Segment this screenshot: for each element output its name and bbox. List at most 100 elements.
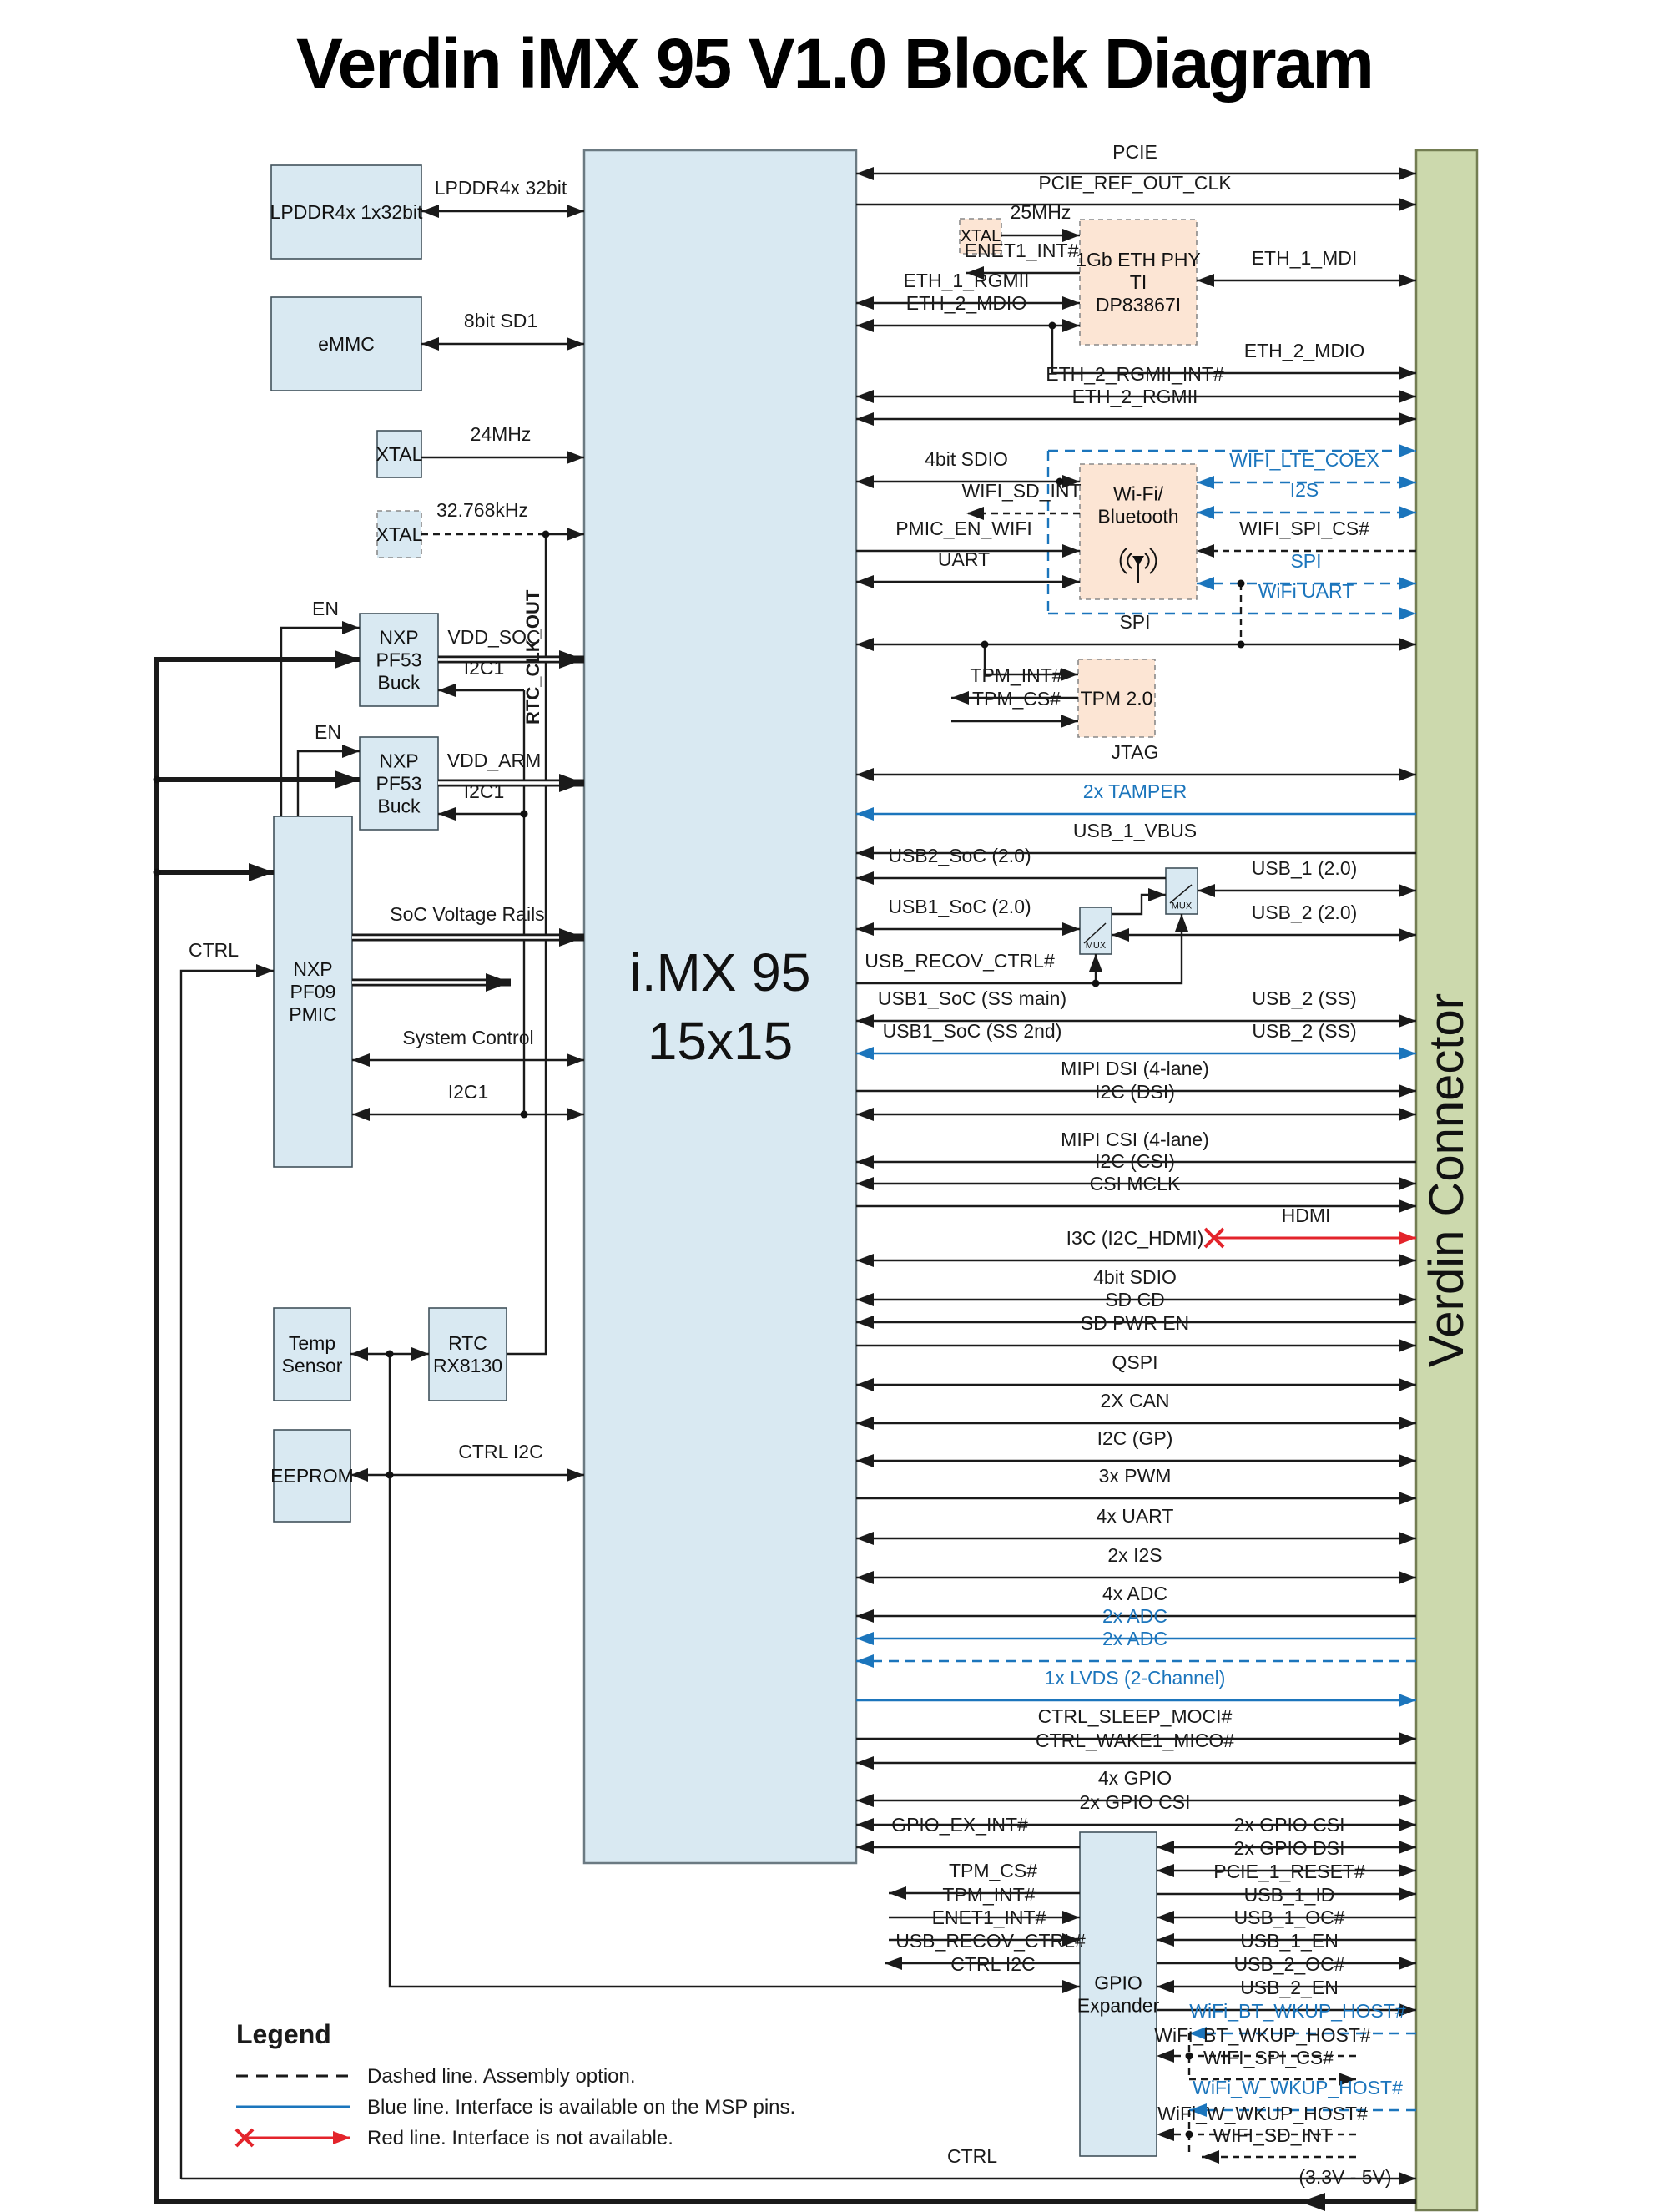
junction-dot bbox=[981, 640, 989, 649]
signal-sdio-4bit-label: 4bit SDIO bbox=[1093, 1266, 1177, 1288]
signal-power-in-label: (3.3V - 5V) bbox=[1298, 2166, 1391, 2188]
signal-pcie1-reset-label: PCIE_1_RESET# bbox=[1213, 1861, 1365, 1882]
junction-dot bbox=[153, 775, 161, 784]
signal-enet1-int-phy-label: ENET1_INT# bbox=[965, 240, 1079, 261]
block-pf09-pmic-label: NXP bbox=[293, 958, 332, 980]
block-gpio-expander-label: Expander bbox=[1077, 1995, 1160, 2017]
signal-i2s-2x-label: 2x I2S bbox=[1107, 1544, 1162, 1566]
block-pf53-buck-2-label: Buck bbox=[377, 795, 421, 817]
junction-dots-layer bbox=[153, 321, 1245, 2139]
signal-ctrl-i2c-bus bbox=[388, 1354, 1080, 1993]
signal-gpio-csi-2x-label: 2x GPIO CSI bbox=[1080, 1791, 1191, 1813]
signal-i3c-hdmi-label: I3C (I2C_HDMI) bbox=[1066, 1227, 1204, 1249]
signal-wifi-lte-coex-label: WIFI_LTE_COEX bbox=[1229, 449, 1379, 471]
signal-jtag-label: JTAG bbox=[1111, 741, 1158, 763]
x-not-available-icon bbox=[234, 2128, 255, 2148]
signal-i2c-gp-label: I2C (GP) bbox=[1097, 1427, 1173, 1449]
junction-dot bbox=[542, 530, 550, 538]
block-emmc-label: eMMC bbox=[318, 333, 375, 355]
signal-clk-24mhz-label: 24MHz bbox=[471, 423, 532, 445]
signal-i2c-dsi-label: I2C (DSI) bbox=[1095, 1081, 1175, 1103]
signal-wifi-w-wkup-label: WiFi_W_WKUP_HOST# bbox=[1157, 2103, 1368, 2124]
block-rtc-label: RX8130 bbox=[433, 1355, 502, 1376]
signal-tpm-cs-exp-label: TPM_CS# bbox=[949, 1860, 1037, 1881]
signal-usb1-soc-label: USB1_SoC (2.0) bbox=[888, 896, 1031, 917]
signal-lvds-label: 1x LVDS (2-Channel) bbox=[1045, 1667, 1226, 1689]
block-wifi-bt-label: Bluetooth bbox=[1097, 506, 1178, 528]
legend-item: Dashed line. Assembly option. bbox=[236, 2065, 636, 2088]
floating-label-rtc-clk-out: RTC_CLK_OUT bbox=[522, 589, 543, 725]
signal-csi-mclk-label: CSI MCLK bbox=[1090, 1173, 1181, 1194]
block-xtal24-label: XTAL bbox=[376, 443, 423, 465]
block-rtc bbox=[428, 1307, 507, 1401]
signal-eth2-mdio-conn bbox=[1051, 326, 1416, 380]
signal-ctrl-pmic-label: CTRL bbox=[189, 939, 239, 961]
signal-eth2-rgmii-int-label: ETH_2_RGMII_INT# bbox=[1046, 363, 1224, 385]
block-verdin-connector-label: Verdin Connector bbox=[1419, 993, 1474, 1367]
signal-adc-4x-label: 4x ADC bbox=[1102, 1583, 1167, 1604]
signals-layer bbox=[154, 167, 1416, 2211]
signal-tpm-spi-branch bbox=[983, 644, 1078, 681]
signal-usb1-en-label: USB_1_EN bbox=[1240, 1930, 1339, 1952]
block-pf53-buck-1-label: Buck bbox=[377, 672, 421, 694]
junction-dot bbox=[1056, 477, 1064, 486]
block-mux-b bbox=[1079, 907, 1112, 955]
signal-ctrl-i2c-eeprom-label: CTRL I2C bbox=[458, 1441, 542, 1462]
signal-adc-2x-msp-label: 2x ADC bbox=[1102, 1605, 1167, 1627]
signal-usb2-20-label: USB_2 (2.0) bbox=[1252, 901, 1358, 923]
signal-sd-cd-label: SD CD bbox=[1105, 1289, 1165, 1311]
signal-eth2-mdio-conn-label: ETH_2_MDIO bbox=[1244, 340, 1364, 361]
junction-dot bbox=[1092, 979, 1100, 987]
legend-heading: Legend bbox=[236, 2019, 331, 2049]
signal-tpm-int-exp-label: TPM_INT# bbox=[942, 1884, 1035, 1906]
floating-label-en: EN bbox=[315, 721, 341, 743]
junction-dot bbox=[1048, 321, 1056, 330]
signal-qspi-label: QSPI bbox=[1112, 1351, 1158, 1373]
signal-eth1-mdi-label: ETH_1_MDI bbox=[1252, 247, 1358, 269]
signal-wifi-bt-wkup-msp-label: WiFi_BT_WKUP_HOST# bbox=[1189, 2000, 1406, 2022]
block-lpddr bbox=[270, 164, 422, 260]
signal-gpio-csi-2x-exp-label: 2x GPIO CSI bbox=[1234, 1814, 1345, 1836]
signal-usb-recov-exp-label: USB_RECOV_CTRL# bbox=[895, 1930, 1086, 1952]
block-pf53-buck-2 bbox=[359, 736, 439, 831]
block-xtal32-label: XTAL bbox=[376, 523, 423, 545]
block-lpddr-label: LPDDR4x 1x32bit bbox=[270, 201, 423, 223]
block-tpm bbox=[1077, 659, 1156, 738]
legend-item-text: Dashed line. Assembly option. bbox=[367, 2065, 636, 2088]
block-gpio-expander bbox=[1079, 1831, 1157, 2157]
block-temp-sensor-label: Temp bbox=[289, 1332, 335, 1354]
block-gpio-expander-label: GPIO bbox=[1094, 1972, 1142, 1993]
signal-gpio-4x-label: 4x GPIO bbox=[1098, 1767, 1172, 1789]
signal-wifi-spi-label: SPI bbox=[1290, 550, 1321, 572]
signal-rtc-clk-out bbox=[507, 534, 547, 1356]
signal-can-2x-label: 2X CAN bbox=[1100, 1390, 1169, 1412]
signal-i2c-csi-label: I2C (CSI) bbox=[1095, 1150, 1175, 1172]
signal-system-control-label: System Control bbox=[402, 1027, 533, 1048]
legend-item-text: Blue line. Interface is available on the… bbox=[367, 2096, 795, 2119]
junction-dot bbox=[1237, 640, 1245, 649]
block-tpm-label: TPM 2.0 bbox=[1081, 688, 1153, 710]
block-imx95-soc-label: i.MX 95 bbox=[630, 942, 811, 1002]
block-eeprom-label: EEPROM bbox=[270, 1465, 354, 1487]
signal-usb2-oc-label: USB_2_OC# bbox=[1234, 1953, 1345, 1975]
signal-sd1-8bit-label: 8bit SD1 bbox=[464, 310, 537, 331]
signal-wifi-uart-msp-label: WiFi UART bbox=[1258, 580, 1354, 602]
block-xtal32 bbox=[376, 510, 422, 558]
x-not-available-icon bbox=[1203, 1227, 1225, 1249]
signal-usb-ss-2nd-label-2: USB_2 (SS) bbox=[1252, 1020, 1356, 1042]
signal-usb-ss-main-label-2: USB_2 (SS) bbox=[1252, 987, 1356, 1009]
signal-usb1-id-label: USB_1_ID bbox=[1244, 1884, 1335, 1906]
signal-clk-32khz-dashed-label: 32.768kHz bbox=[436, 499, 528, 521]
signal-eth1-rgmii-label: ETH_1_RGMII bbox=[904, 270, 1030, 291]
junction-dot bbox=[386, 1350, 394, 1358]
signal-soc-voltage-rails-label: SoC Voltage Rails bbox=[390, 903, 544, 925]
signal-spi-main-label: SPI bbox=[1119, 611, 1150, 633]
junction-dot bbox=[1237, 579, 1245, 588]
block-pf53-buck-1-label: PF53 bbox=[376, 649, 422, 671]
block-pf53-buck-1-label: NXP bbox=[379, 626, 418, 648]
block-pf53-buck-2-label: PF53 bbox=[376, 773, 422, 795]
signal-mux-link bbox=[1112, 888, 1166, 916]
block-rtc-label: RTC bbox=[448, 1332, 487, 1354]
signal-hdmi-label: HDMI bbox=[1282, 1204, 1331, 1226]
